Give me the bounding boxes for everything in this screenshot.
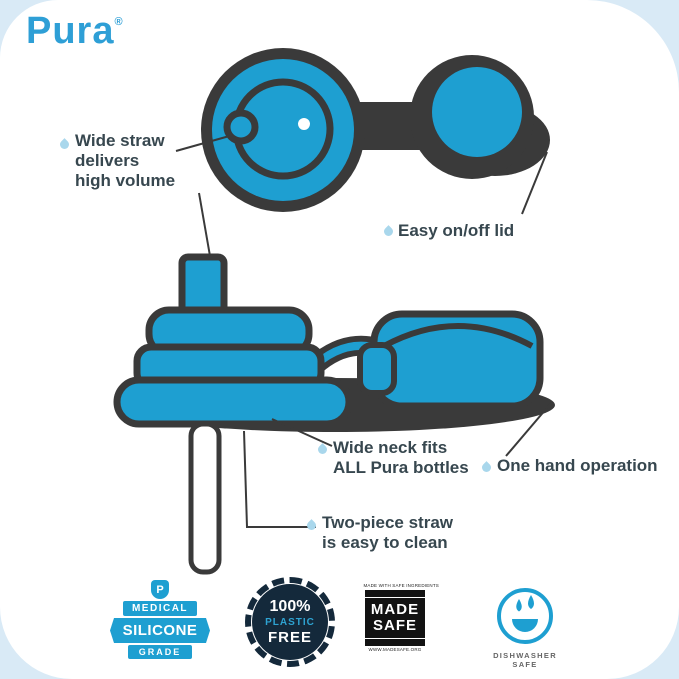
callout-text-line: Wide straw [75, 131, 165, 150]
callout-text-line: Easy on/off lid [398, 221, 515, 240]
leader-wide-straw-side [198, 192, 211, 257]
silicone-top-label: MEDICAL [122, 601, 198, 616]
callout-text-line: high volume [75, 171, 176, 190]
spout-side-view-illustration [113, 253, 555, 575]
bowl-shape [512, 619, 538, 632]
flip-cap-side-view-illustration [357, 310, 544, 410]
plastic-free-free: FREE [267, 629, 312, 646]
registered-mark: ® [114, 16, 124, 28]
leader-one-hand [505, 401, 553, 457]
callout-wide-neck: Wide neck fits ALL Pura bottles [333, 438, 469, 478]
silicone-bottom-label: GRADE [127, 645, 193, 659]
made-safe-line1: MADE [370, 601, 420, 618]
water-drop-icon [528, 595, 534, 609]
water-drop-icon [516, 599, 522, 612]
callout-leader-lines [175, 134, 553, 528]
made-safe-top-text: MADE WITH SAFE INGREDIENTS [363, 583, 439, 589]
leader-two-piece [243, 430, 316, 528]
medical-silicone-badge: P MEDICAL SILICONE GRADE [108, 580, 212, 659]
made-safe-label: MADE SAFE [362, 597, 428, 639]
cap-latch [357, 342, 397, 396]
dishwasher-safe-icon [497, 588, 553, 644]
dishwasher-safe-badge: DISHWASHER SAFE [487, 586, 563, 669]
plastic-free-plastic: PLASTIC [265, 617, 315, 628]
plastic-free-percent: 100% [269, 598, 311, 615]
callout-text-line: One hand operation [497, 456, 658, 475]
lid-top-view-illustration [201, 48, 550, 212]
callout-text-line: ALL Pura bottles [333, 458, 469, 477]
vent-hole [298, 118, 310, 130]
leader-wide-straw-top [175, 134, 234, 152]
plastic-free-badge: 100% PLASTIC FREE [245, 577, 335, 667]
neck-disk [113, 376, 353, 428]
made-safe-bottom-text: WWW.MADESAFE.ORG [368, 647, 422, 653]
leader-easy-lid [521, 151, 548, 215]
made-safe-square: MADE SAFE [362, 590, 428, 646]
straw-tube [188, 421, 222, 575]
callout-text-line: Wide neck fits [333, 438, 448, 457]
pura-logo-text: Pura [26, 10, 115, 52]
made-safe-line2: SAFE [373, 617, 418, 634]
silicone-shield-icon: P [151, 580, 169, 599]
callout-two-piece: Two-piece straw is easy to clean [322, 513, 453, 553]
straw-hole [223, 109, 259, 145]
pura-logo: Pura® [26, 10, 124, 53]
leader-wide-neck [271, 418, 333, 447]
cap-rim [382, 323, 534, 349]
made-safe-badge: MADE WITH SAFE INGREDIENTS MADE SAFE WWW… [360, 583, 439, 653]
callout-easy-lid: Easy on/off lid [398, 221, 514, 241]
silicone-main-label: SILICONE [110, 618, 210, 643]
callout-one-hand: One hand operation [497, 456, 658, 476]
dishwasher-safe-label: DISHWASHER SAFE [493, 651, 557, 669]
callout-text-line: Two-piece straw [322, 513, 453, 532]
callout-text-line: is easy to clean [322, 533, 448, 552]
callout-wide-straw: Wide straw delivers high volume [75, 131, 175, 191]
callout-text-line: delivers [75, 151, 140, 170]
